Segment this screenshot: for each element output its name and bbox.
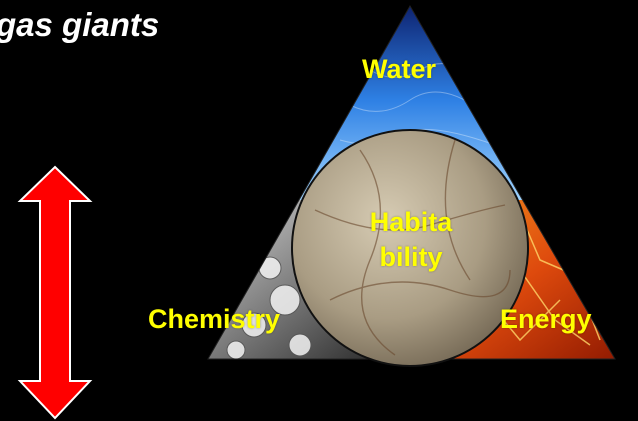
habitability-label-line2: bility xyxy=(348,240,474,275)
energy-label: Energy xyxy=(500,304,592,335)
habitability-label-line1: Habita xyxy=(348,205,474,240)
chemistry-label: Chemistry xyxy=(148,304,280,335)
water-label: Water xyxy=(362,54,436,85)
habitability-label: Habita bility xyxy=(348,205,474,275)
